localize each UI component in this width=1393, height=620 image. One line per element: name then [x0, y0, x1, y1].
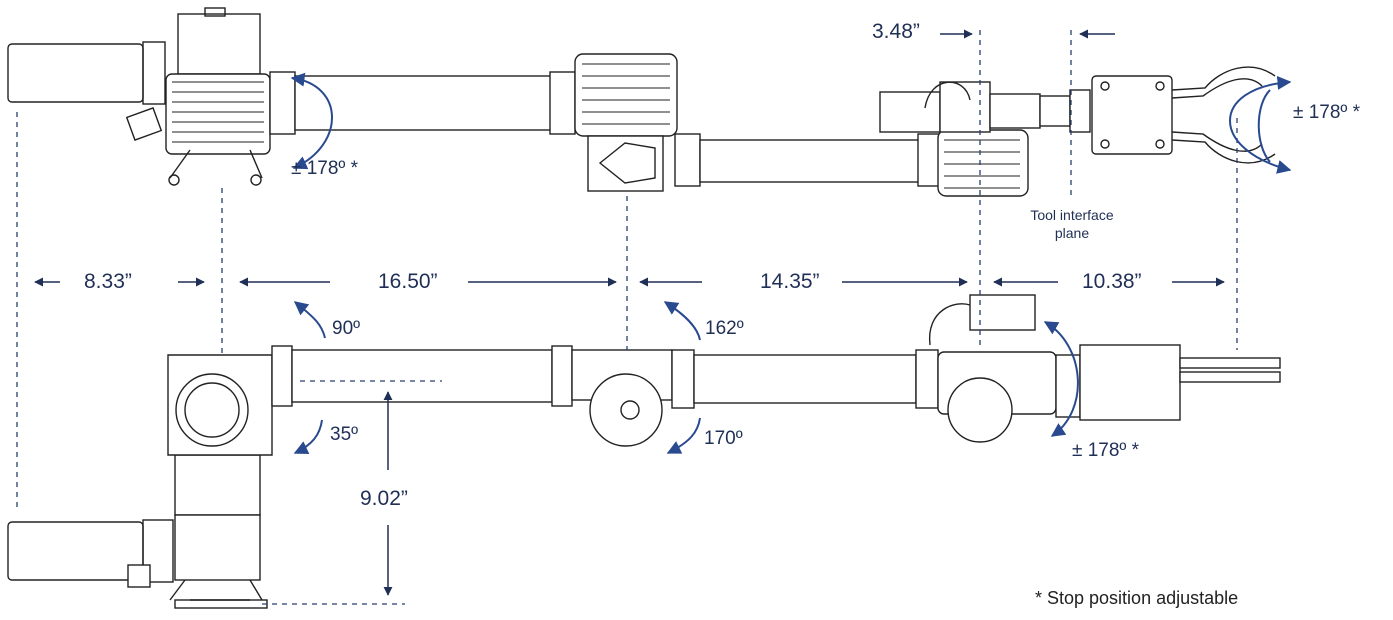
side-view-arm [7, 294, 1281, 609]
wrist-to-gripper-dimension: 10.38” [1082, 270, 1142, 293]
tool-offset-dimension: 3.48” [872, 20, 920, 43]
tool-interface-label: Tool interface plane [1012, 206, 1132, 242]
top-view-arm [7, 7, 1276, 197]
stop-position-footnote: * Stop position adjustable [1035, 588, 1239, 608]
upper-arm-dimension: 16.50” [378, 270, 438, 293]
wrist-rotation-label: ± 178º * [1072, 440, 1140, 461]
gripper-rotation-label: ± 178º * [1293, 102, 1361, 123]
forearm-dimension: 14.35” [760, 270, 820, 293]
tool-interface-line1: Tool interface [1030, 207, 1114, 223]
elbow-up-angle: 162º [705, 318, 744, 339]
base-rotation-label: ± 178º * [291, 158, 359, 179]
shoulder-up-angle: 90º [332, 318, 361, 339]
dimension-arrows [34, 29, 1225, 596]
base-to-shoulder-dimension: 8.33” [84, 270, 132, 293]
shoulder-down-angle: 35º [330, 424, 359, 445]
elbow-down-angle: 170º [704, 428, 743, 449]
tool-interface-line2: plane [1054, 225, 1090, 241]
shoulder-height-dimension: 9.02” [360, 487, 408, 510]
rotation-arrows [290, 72, 1292, 454]
reference-lines [16, 30, 1238, 605]
